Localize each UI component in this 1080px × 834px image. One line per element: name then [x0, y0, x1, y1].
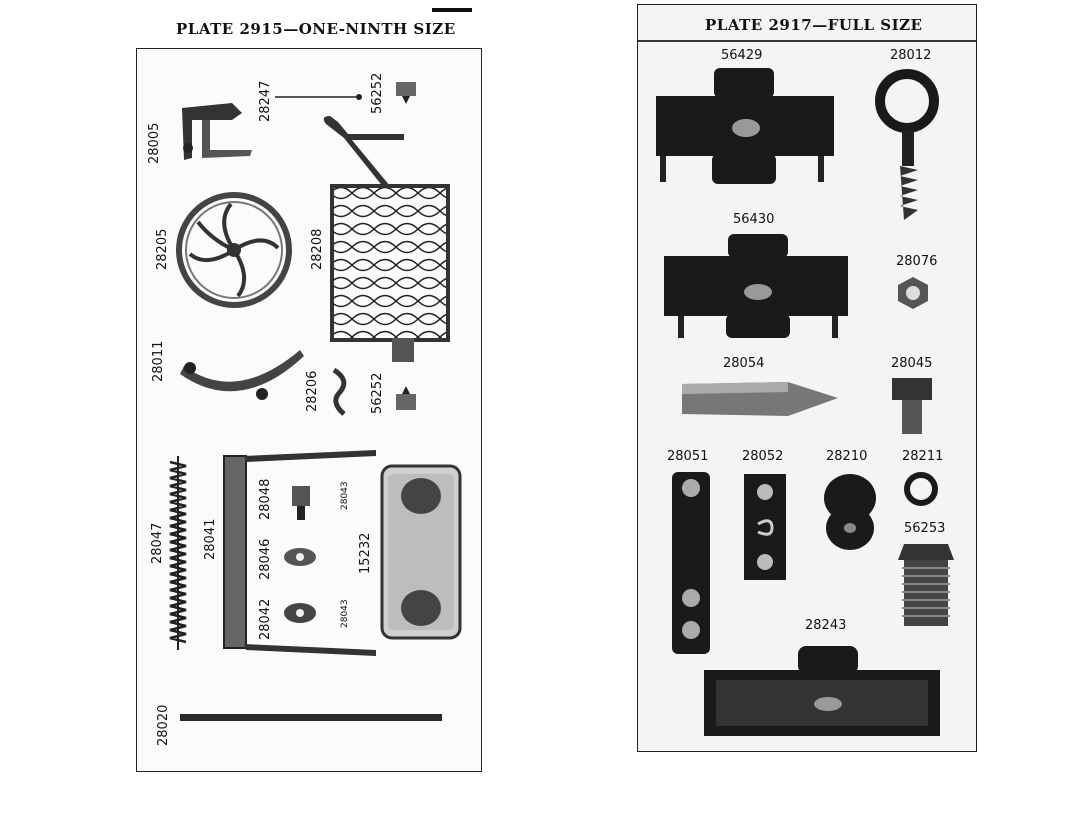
label-28011: 28011	[151, 340, 166, 382]
part-56253-threaded-plug	[898, 544, 954, 626]
part-56252-clip-top	[396, 82, 416, 104]
label-28042: 28042	[258, 598, 273, 640]
label-28043-bottom: 28043	[340, 599, 350, 628]
part-56429-bracket	[656, 68, 834, 184]
label-28047: 28047	[150, 522, 165, 564]
label-28243: 28243	[805, 618, 847, 633]
part-28012-eye-screw	[875, 69, 939, 220]
corner-mark	[432, 8, 472, 12]
part-28048-plug	[292, 486, 310, 520]
label-28046: 28046	[258, 538, 273, 580]
part-28020-rod	[180, 714, 442, 721]
label-28020: 28020	[156, 704, 171, 746]
part-28211-ring	[904, 472, 938, 506]
label-28052: 28052	[742, 449, 784, 464]
label-28076: 28076	[896, 254, 938, 269]
label-28210: 28210	[826, 449, 868, 464]
label-28045: 28045	[891, 356, 933, 371]
label-15232: 15232	[358, 532, 373, 574]
label-28012: 28012	[890, 48, 932, 63]
part-28208-grille	[330, 184, 450, 342]
part-28054-pin	[682, 382, 838, 416]
part-28210-washer	[824, 474, 876, 550]
left-plate-title: PLATE 2915—ONE-NINTH SIZE	[176, 20, 456, 38]
label-28247: 28247	[258, 80, 273, 122]
part-28046-eye	[284, 548, 316, 566]
label-28205: 28205	[155, 228, 170, 270]
part-28047-spring	[169, 456, 187, 650]
label-28051: 28051	[667, 449, 709, 464]
part-28045-bolt	[892, 378, 932, 434]
part-28051-link	[672, 472, 710, 654]
label-28048: 28048	[258, 478, 273, 520]
label-28211: 28211	[902, 449, 944, 464]
part-56430-bracket	[664, 234, 848, 338]
part-28208-bracket	[323, 116, 404, 188]
part-28005-bracket	[182, 103, 252, 160]
part-28205-wheel	[176, 192, 292, 308]
label-28005: 28005	[147, 122, 162, 164]
part-28243-base	[704, 646, 940, 736]
label-28054: 28054	[723, 356, 765, 371]
part-28052-plate	[744, 474, 786, 580]
part-28208-stem	[392, 338, 414, 362]
label-56253: 56253	[904, 521, 946, 536]
part-28042-eye	[284, 603, 316, 623]
part-28041-frame	[223, 450, 376, 656]
label-56252-bottom: 56252	[370, 372, 385, 414]
right-plate-title: PLATE 2917—FULL SIZE	[705, 16, 923, 34]
label-28208: 28208	[310, 228, 325, 270]
part-15232-plate	[380, 464, 462, 640]
part-56252-clip-bottom	[396, 386, 416, 410]
label-56252-top: 56252	[370, 72, 385, 114]
part-28076-nut	[898, 277, 928, 309]
part-28247-rod	[275, 94, 362, 100]
label-28206: 28206	[305, 370, 320, 412]
label-28043-top: 28043	[340, 481, 350, 510]
part-28206-hook	[332, 367, 347, 416]
label-56429: 56429	[721, 48, 763, 63]
right-title-rule	[638, 40, 976, 42]
part-28011-arc	[180, 350, 304, 400]
label-56430: 56430	[733, 212, 775, 227]
